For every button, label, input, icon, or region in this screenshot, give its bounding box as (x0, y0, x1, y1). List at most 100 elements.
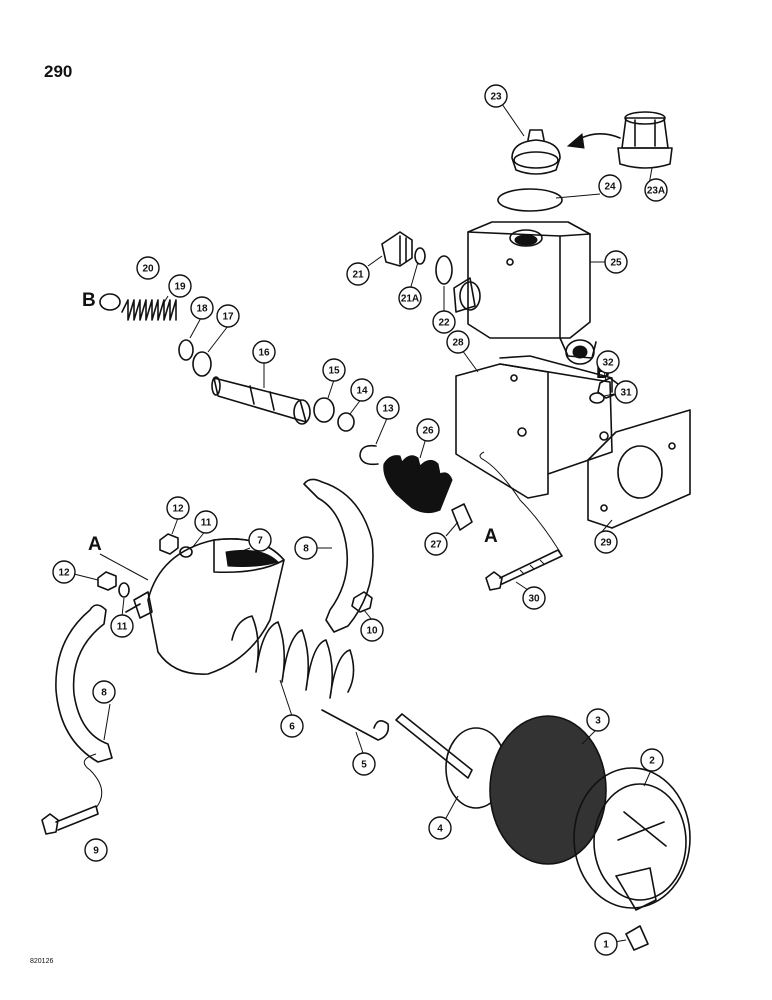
callout-circle (350, 378, 374, 402)
callout-circle (360, 618, 384, 642)
callout-number: 9 (93, 846, 99, 857)
callout-circle (280, 714, 304, 738)
callout-circle (346, 262, 370, 286)
callout-circle (398, 286, 422, 310)
return-spring-6 (231, 615, 355, 699)
washer-31 (589, 392, 605, 404)
callout-circle (594, 932, 618, 956)
callout-15: 15 (322, 358, 346, 382)
diaphragm-3 (489, 715, 607, 865)
callout-circle (428, 816, 452, 840)
callout-number: 10 (366, 626, 378, 637)
callout-circle (586, 708, 610, 732)
callout-17: 17 (216, 304, 240, 328)
washer-11-lower (118, 582, 130, 598)
callout-circle (424, 532, 448, 556)
callout-number: 12 (172, 504, 184, 515)
callout-circle (92, 680, 116, 704)
callout-number: 11 (201, 518, 212, 529)
callout-number: 31 (620, 388, 632, 399)
callout-circle (294, 536, 318, 560)
callout-22: 22 (432, 310, 456, 334)
callout-number: 6 (289, 722, 295, 733)
seal-18 (178, 339, 194, 361)
callout-number: 11 (117, 622, 128, 633)
callout-circle (598, 174, 622, 198)
callout-number: 7 (257, 536, 263, 547)
callout-3: 3 (586, 708, 610, 732)
callout-number: 12 (58, 568, 70, 579)
callout-number: 2 (649, 756, 655, 767)
callout-circle (596, 350, 620, 374)
callout-2: 2 (640, 748, 664, 772)
leader-lines (73, 103, 653, 943)
bolt-9 (41, 805, 99, 835)
bolt-30 (485, 549, 563, 591)
callout-16: 16 (252, 340, 276, 364)
section-label-a-left: A (88, 534, 102, 555)
callout-number: 14 (356, 386, 368, 397)
bolt-path-9 (83, 753, 103, 809)
callout-5: 5 (352, 752, 376, 776)
mounting-plate-29 (587, 409, 691, 529)
callout-number: 25 (610, 258, 622, 269)
callout-circle (446, 330, 470, 354)
callout-13: 13 (376, 396, 400, 420)
callout-10: 10 (360, 618, 384, 642)
callout-circle (168, 274, 192, 298)
callout-circle (644, 178, 668, 202)
callout-number: 22 (438, 318, 450, 329)
callout-circle (432, 310, 456, 334)
callout-number: 23A (647, 186, 665, 197)
callout-number: 17 (222, 312, 234, 323)
cap-20 (99, 293, 121, 311)
callout-26: 26 (416, 418, 440, 442)
callout-6: 6 (280, 714, 304, 738)
callout-number: 5 (361, 760, 367, 771)
gasket-24 (497, 188, 563, 212)
callout-11a: 11 (194, 510, 218, 534)
callout-number: 19 (174, 282, 186, 293)
callout-circle (216, 304, 240, 328)
plug-21 (381, 231, 413, 267)
callout-number: 16 (258, 348, 270, 359)
callout-number: 20 (142, 264, 154, 275)
retaining-clip-13 (359, 444, 379, 466)
callout-12a: 12 (166, 496, 190, 520)
reservoir-cap-23 (511, 129, 561, 175)
bolt-path-30 (479, 451, 561, 553)
callout-number: 8 (101, 688, 107, 699)
washer-21a (414, 247, 426, 265)
cup-15 (313, 397, 335, 423)
callout-number: 4 (437, 824, 443, 835)
booster-housing-7 (125, 538, 285, 675)
clamp-band-8-lower (55, 604, 113, 763)
callout-circle (166, 496, 190, 520)
callout-8b: 8 (92, 680, 116, 704)
callout-circle (84, 838, 108, 862)
callout-number: 13 (382, 404, 394, 415)
callout-21a: 21A (398, 286, 422, 310)
callout-number: 28 (452, 338, 464, 349)
callout-number: 8 (303, 544, 309, 555)
callout-number: 1 (603, 940, 609, 951)
arrow-head (566, 133, 585, 149)
callout-circle (52, 560, 76, 584)
callout-23a: 23A (644, 178, 668, 202)
callout-25: 25 (604, 250, 628, 274)
callout-number: 18 (196, 304, 208, 315)
check-valve-1 (625, 925, 649, 951)
callout-number: 30 (528, 594, 540, 605)
nut-12-upper (159, 533, 179, 555)
callout-31: 31 (614, 380, 638, 404)
callout-circle (604, 250, 628, 274)
callout-21: 21 (346, 262, 370, 286)
callout-circle (190, 296, 214, 320)
callout-30: 30 (522, 586, 546, 610)
callout-4: 4 (428, 816, 452, 840)
callout-24: 24 (598, 174, 622, 198)
callout-circle (194, 510, 218, 534)
callout-circle (136, 256, 160, 280)
callout-number: 27 (430, 540, 442, 551)
